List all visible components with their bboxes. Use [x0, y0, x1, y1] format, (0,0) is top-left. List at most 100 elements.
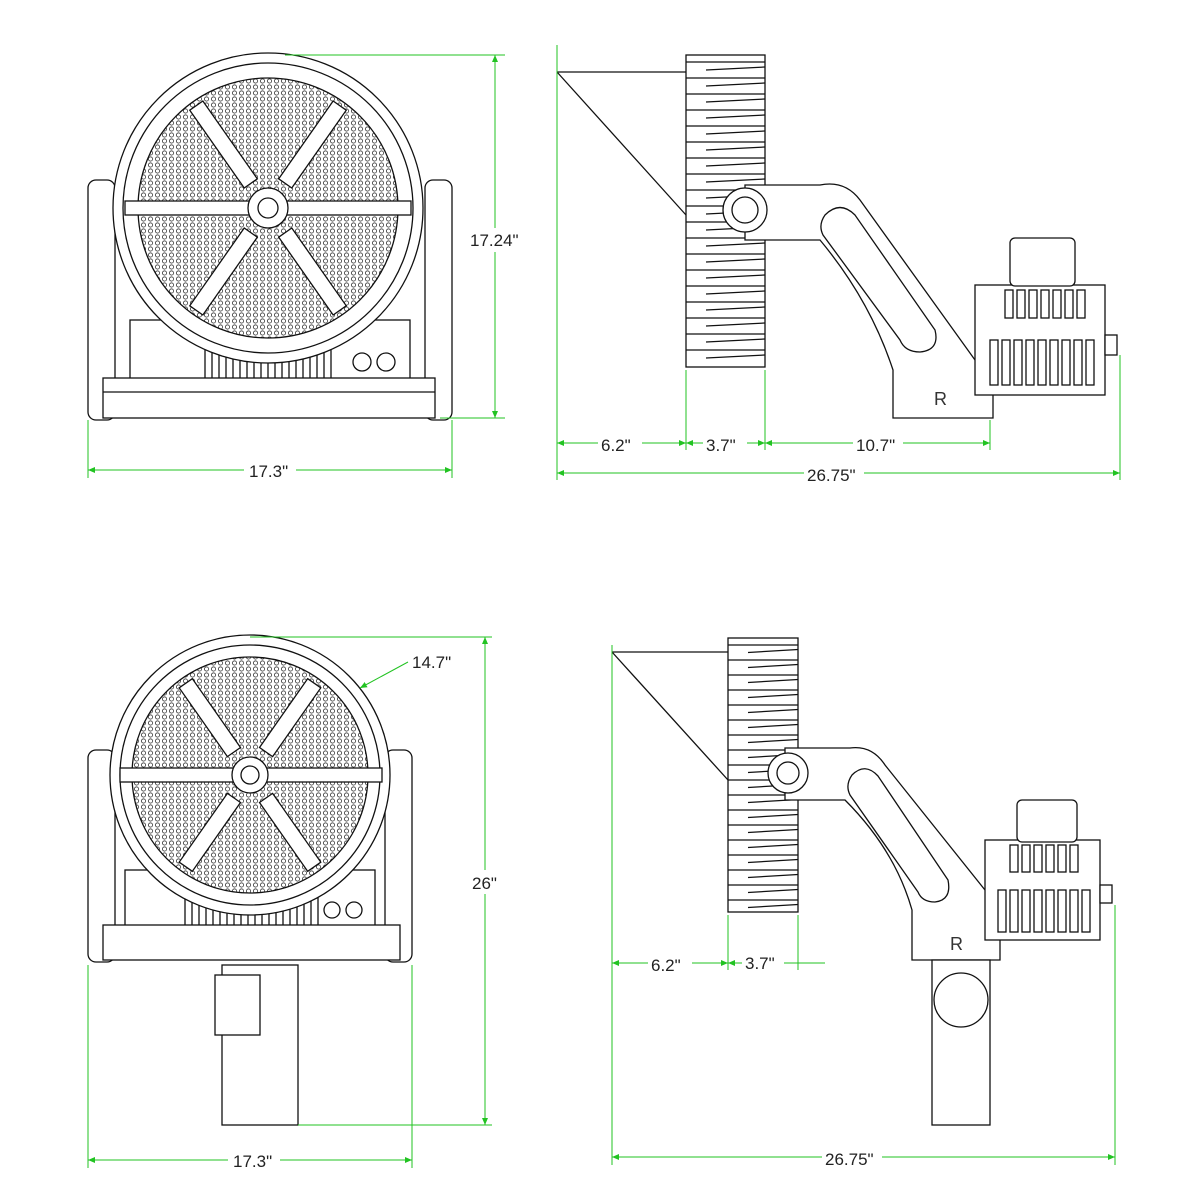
diameter-label: 14.7" [412, 653, 451, 672]
side-slipfitter-dimensions: 6.2" 3.7" 26.75" [611, 645, 1116, 1169]
dim-26-75: 26.75" [807, 466, 856, 485]
drawing-line [277, 227, 348, 316]
drawing-line [705, 162, 766, 167]
drawing-line [747, 648, 799, 654]
drawing-line [747, 843, 799, 849]
drawing-line [1040, 289, 1050, 319]
drawing-line [705, 130, 766, 135]
dim-3-7: 3.7" [745, 954, 775, 973]
drawing-line [1021, 889, 1031, 933]
drawing-line [705, 354, 766, 359]
left-bracket [87, 749, 116, 963]
pivot-knuckle [722, 187, 768, 233]
height-label: 17.24" [470, 231, 519, 250]
drawing-line [705, 306, 766, 311]
arm-mark: R [950, 934, 963, 954]
drawing-line [258, 677, 322, 758]
drawing-line [705, 98, 766, 103]
drawing-line [705, 338, 766, 343]
drawing-line [747, 813, 799, 819]
drawing-line [277, 100, 348, 189]
drawing-line [997, 889, 1007, 933]
mounting-arm [744, 183, 994, 419]
drawing-line [1028, 289, 1038, 319]
drawing-line [1069, 889, 1079, 933]
drawing-line [705, 82, 766, 87]
side-standard-dimensions: 6.2" 3.7" 10.7" 26.75" [556, 45, 1121, 485]
drawing-line [1045, 844, 1055, 873]
base-plate [102, 924, 401, 961]
drawing-line [1033, 844, 1043, 873]
front-slipfitter-dimensions: 26" 14.7" 17.3" [87, 636, 502, 1172]
drawing-line [705, 66, 766, 71]
drawing-line [1057, 889, 1067, 933]
drawing-line [178, 677, 242, 758]
drawing-line [705, 258, 766, 263]
height-label: 26" [472, 874, 497, 893]
width-label: 17.3" [249, 462, 288, 481]
right-bracket [384, 749, 413, 963]
drawing-line [1076, 289, 1086, 319]
drawing-line [747, 723, 799, 729]
drawing-line [1085, 339, 1095, 386]
drawing-line [1025, 339, 1035, 386]
drawing-line [747, 828, 799, 834]
photocell [1009, 237, 1076, 287]
drawing-line [747, 693, 799, 699]
drawing-line [1064, 289, 1074, 319]
drawing-line [1081, 889, 1091, 933]
drawing-line [1009, 889, 1019, 933]
drawing-line [747, 738, 799, 744]
drawing-line [258, 792, 322, 873]
drawing-line [1016, 289, 1026, 319]
side-view-standard: R [556, 54, 1118, 419]
front-view-standard [87, 52, 453, 421]
dim-6-2: 6.2" [651, 956, 681, 975]
front-view-slipfitter [87, 634, 413, 1126]
drawing-line [1037, 339, 1047, 386]
drawing-line [188, 227, 259, 316]
width-label: 17.3" [233, 1152, 272, 1171]
drawing-line [705, 274, 766, 279]
drawing-line [705, 178, 766, 183]
drawing-line [1013, 339, 1023, 386]
drawing-line [1009, 844, 1019, 873]
drawing-line [705, 322, 766, 327]
drawing-line [1069, 844, 1079, 873]
dim-10-7: 10.7" [856, 436, 895, 455]
dim-3-7: 3.7" [706, 436, 736, 455]
dim-6-2: 6.2" [601, 436, 631, 455]
drawing-line [705, 290, 766, 295]
drawing-line [747, 858, 799, 864]
dim-26-75: 26.75" [825, 1150, 874, 1169]
right-bracket [424, 179, 453, 421]
pivot-knuckle [767, 752, 809, 794]
drawing-line [747, 678, 799, 684]
drawing-line [178, 792, 242, 873]
drawing-line [1045, 889, 1055, 933]
drawing-line [989, 339, 999, 386]
drawing-line [1073, 339, 1083, 386]
side-view-slipfitter: R [611, 637, 1113, 1126]
drawing-line [747, 873, 799, 879]
left-bracket [87, 179, 116, 421]
front-standard-dimensions: 17.24" 17.3" [87, 54, 524, 482]
drawing-line [188, 100, 259, 189]
photocell [1016, 799, 1078, 843]
drawing-line [747, 903, 799, 909]
drawing-line [1021, 844, 1031, 873]
drawing-line [1049, 339, 1059, 386]
drawing-line [1057, 844, 1067, 873]
drawing-line [1004, 289, 1014, 319]
drawing-line [747, 708, 799, 714]
arm-mark: R [934, 389, 947, 409]
drawing-line [1061, 339, 1071, 386]
drawing-line [705, 114, 766, 119]
mounting-arm [784, 746, 1001, 961]
drawing-line [1033, 889, 1043, 933]
drawing-line [747, 663, 799, 669]
base-plate [102, 377, 436, 419]
drawing-line [747, 888, 799, 894]
